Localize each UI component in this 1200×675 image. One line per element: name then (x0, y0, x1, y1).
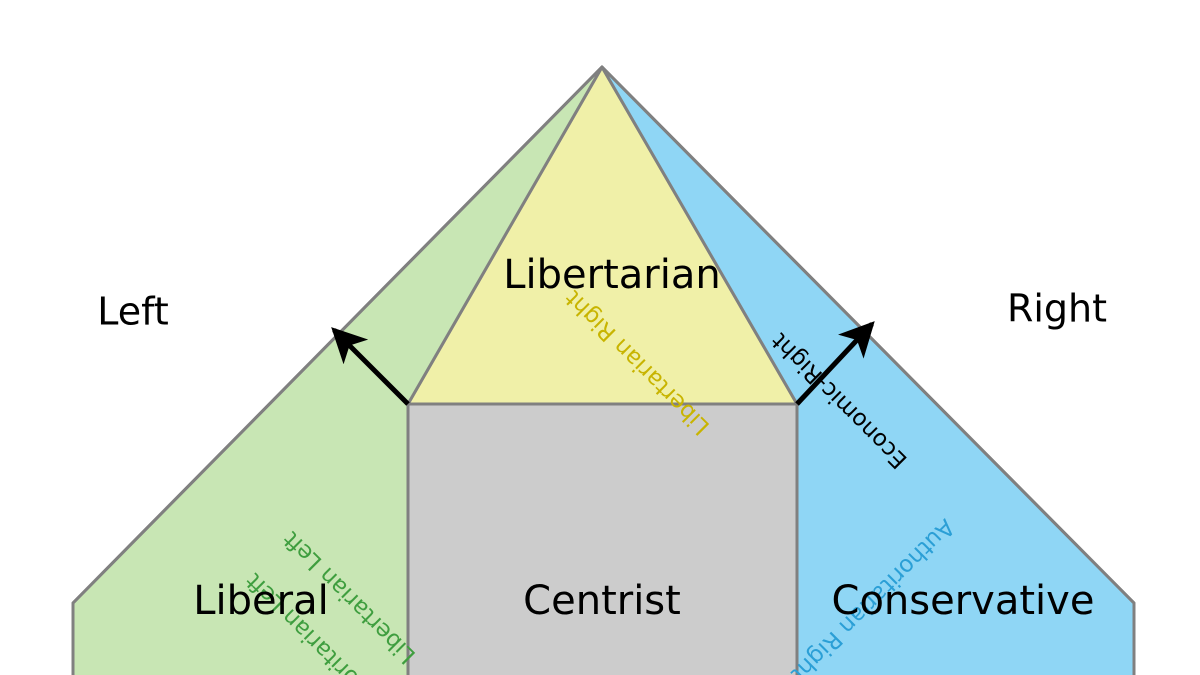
region-label-libertarian: Libertarian (503, 252, 720, 298)
region-label-conservative: Conservative (832, 578, 1095, 624)
pole-label-left: Left (97, 290, 169, 334)
inner-square-outline (406, 402, 799, 675)
pole-label-right: Right (1007, 287, 1107, 331)
region-centrist[interactable] (406, 402, 799, 675)
right-arrow (795, 321, 875, 406)
region-label-centrist: Centrist (523, 578, 681, 624)
left-arrow (331, 327, 410, 406)
region-label-liberal: Liberal (193, 578, 328, 624)
diamond-outline (71, 65, 1136, 675)
